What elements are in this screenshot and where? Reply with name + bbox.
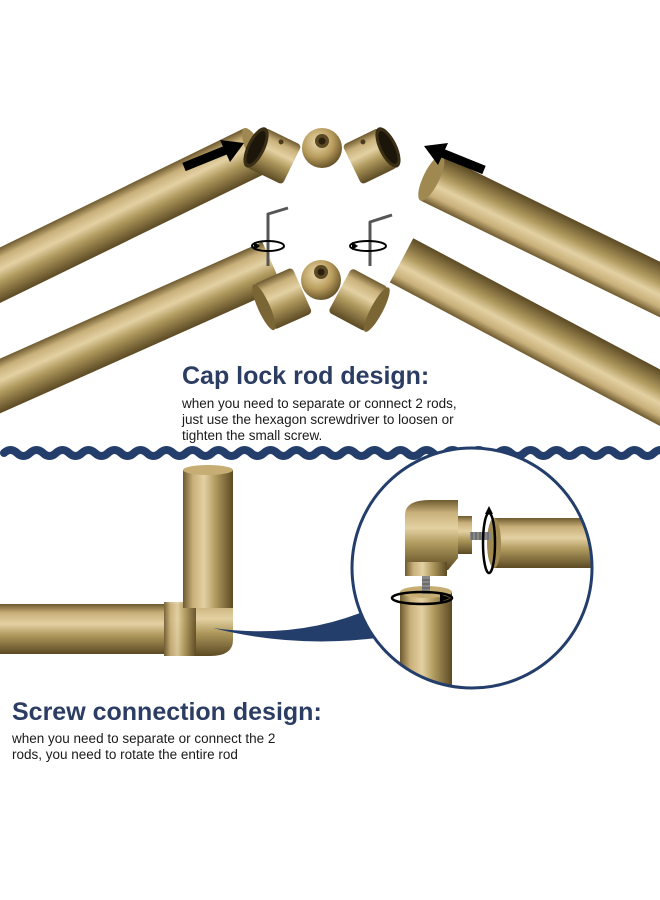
screw-connection-line: when you need to separate or connect the… xyxy=(12,731,276,746)
wave-divider xyxy=(0,446,660,460)
rotation-icon xyxy=(481,506,497,575)
screw-connection-description: when you need to separate or connect the… xyxy=(12,731,275,763)
elbow-connector-l xyxy=(164,592,233,656)
cap-lock-line: when you need to separate or connect 2 r… xyxy=(182,396,457,411)
cap-lock-description: when you need to separate or connect 2 r… xyxy=(182,396,457,444)
elbow-connector-assembled xyxy=(252,260,390,332)
elbow-connector-top xyxy=(243,127,401,184)
cap-lock-title: Cap lock rod design: xyxy=(182,362,430,390)
screw-icon xyxy=(470,532,492,540)
screw-connection-line: rods, you need to rotate the entire rod xyxy=(12,747,238,762)
right-rod-bottom xyxy=(389,238,660,442)
cap-lock-line: just use the hexagon screwdriver to loos… xyxy=(182,412,454,427)
rotation-icon xyxy=(390,590,454,606)
cap-lock-line: tighten the small screw. xyxy=(182,428,323,443)
detail-zoom-circle xyxy=(350,446,594,690)
arrow-icon xyxy=(182,140,244,172)
rotation-icon xyxy=(251,240,285,252)
screw-connection-title: Screw connection design: xyxy=(12,698,322,726)
callout-wedge xyxy=(213,608,392,642)
screw-icon xyxy=(422,576,430,594)
arrow-icon xyxy=(424,143,486,175)
rotation-icon xyxy=(349,240,387,252)
left-rod-bottom xyxy=(0,241,283,418)
horizontal-rod xyxy=(0,604,172,654)
right-rod-top xyxy=(418,155,660,332)
hex-key-icon xyxy=(266,206,289,266)
